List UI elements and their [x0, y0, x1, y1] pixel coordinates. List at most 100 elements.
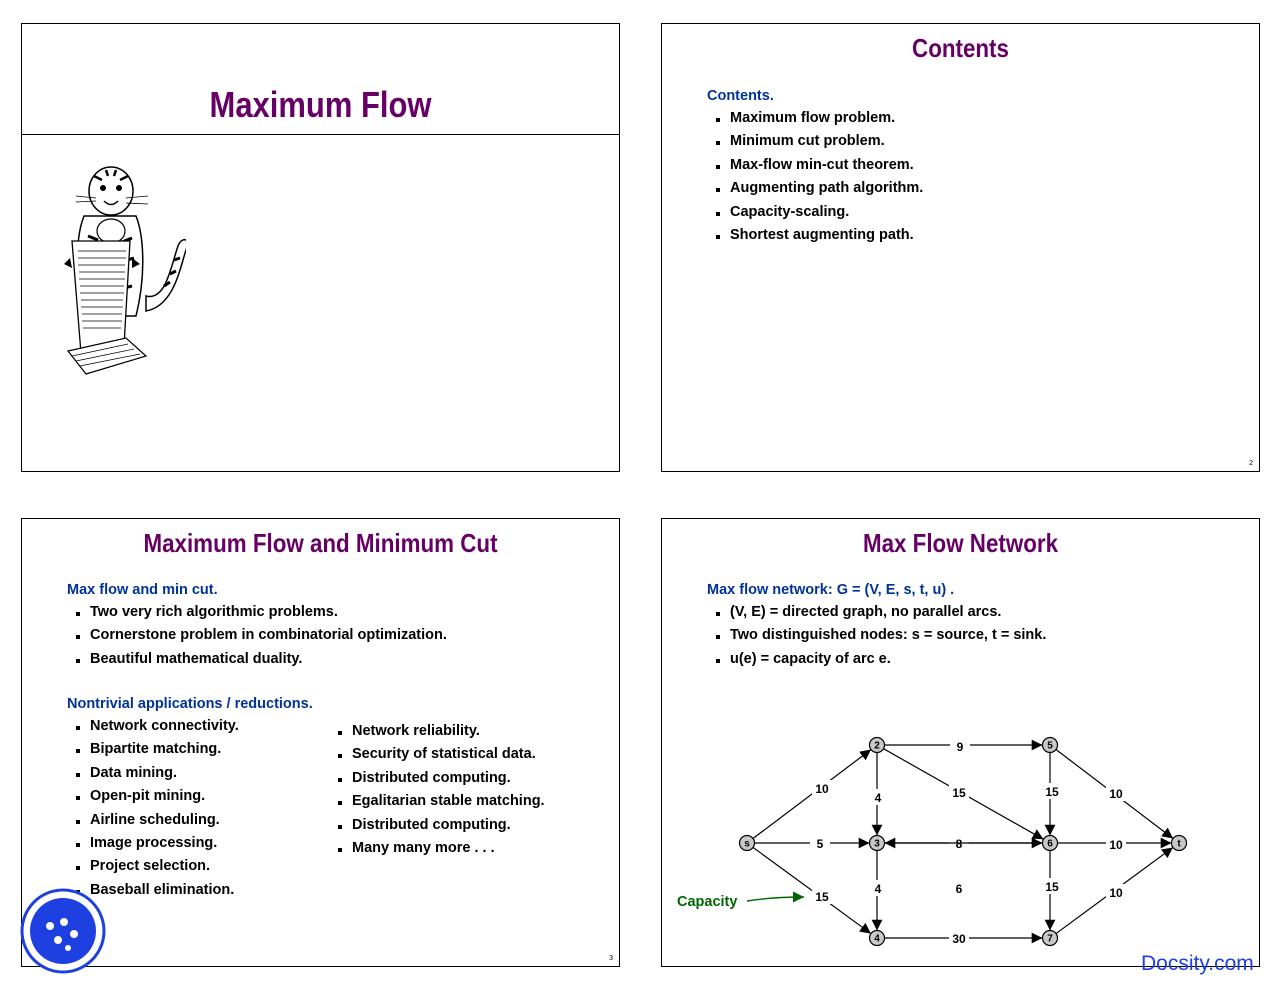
edge-capacity-label: 15	[1045, 785, 1059, 799]
list-item: Cornerstone problem in combinatorial opt…	[67, 625, 447, 648]
list-item: Airline scheduling.	[67, 810, 239, 833]
node-t: t	[1170, 834, 1188, 852]
node-label: t	[1177, 839, 1181, 850]
list-item: Two very rich algorithmic problems.	[67, 602, 447, 625]
section-heading: Max flow and min cut.	[67, 582, 218, 598]
edge-label-background	[1042, 878, 1062, 894]
node-circle	[868, 736, 886, 754]
definition-list: (V, E) = directed graph, no parallel arc…	[707, 602, 1046, 672]
node-2: 2	[868, 736, 886, 754]
node-circle	[868, 929, 886, 947]
capacity-label: Capacity	[677, 894, 737, 910]
list-item: u(e) = capacity of arc e.	[707, 649, 1046, 672]
list-item: Beautiful mathematical duality.	[67, 649, 447, 672]
list-item: Maximum flow problem.	[707, 108, 923, 131]
contents-list: Maximum flow problem. Minimum cut proble…	[707, 108, 923, 248]
edge-label-background	[868, 880, 888, 896]
node-label: s	[744, 839, 750, 850]
edge-capacity-label: 6	[956, 882, 963, 896]
node-3: 3	[868, 834, 886, 852]
node-label: 7	[1047, 934, 1053, 945]
definition-heading: Max flow network: G = (V, E, s, t, u) .	[707, 582, 955, 598]
node-circle	[868, 834, 886, 852]
node-circle	[1041, 929, 1059, 947]
node-label: 6	[1047, 839, 1053, 850]
edge-capacity-label: 4	[875, 882, 882, 896]
edge-capacity-label: 5	[817, 837, 824, 851]
slide-title: Maximum Flow and Minimum Cut	[143, 528, 498, 558]
slide-contents: Contents Contents. Maximum flow problem.…	[661, 23, 1260, 472]
list-item: Distributed computing.	[329, 815, 545, 838]
edge-capacity-label: 10	[1109, 886, 1123, 900]
list-item: Distributed computing.	[329, 768, 545, 791]
edge-label-background	[1106, 785, 1126, 801]
edge-capacity-label: 15	[952, 786, 966, 800]
edge-label-background	[949, 880, 969, 896]
edge-capacity-label: 15	[815, 890, 829, 904]
applications-list-right: Network reliability. Security of statist…	[329, 721, 545, 861]
edge-capacity-label: 15	[1045, 880, 1059, 894]
node-5: 5	[1041, 736, 1059, 754]
slide-title: Max Flow Network	[862, 528, 1059, 558]
node-circle	[1041, 736, 1059, 754]
slide-maximum-flow: Maximum Flow	[21, 23, 620, 472]
edge-capacity-label: 8	[956, 837, 963, 851]
node-circle	[1170, 834, 1188, 852]
docsity-watermark: Docsity.com	[1141, 952, 1254, 975]
list-item: Max-flow min-cut theorem.	[707, 155, 923, 178]
docsity-seal-logo	[20, 888, 106, 974]
node-s: s	[738, 834, 756, 852]
edge-label-background	[810, 835, 830, 851]
page-number: 2	[1249, 460, 1253, 467]
edge-capacity-label: 10	[1109, 838, 1123, 852]
list-item: Network reliability.	[329, 721, 545, 744]
page-number: 3	[609, 955, 613, 962]
applications-list-left: Network connectivity. Bipartite matching…	[67, 716, 239, 903]
edge-label-background	[949, 784, 969, 800]
edge-label-background	[949, 930, 969, 946]
capacity-pointer-arrow	[746, 891, 805, 903]
list-item: Capacity-scaling.	[707, 202, 923, 225]
node-7: 7	[1041, 929, 1059, 947]
overview-list: Two very rich algorithmic problems. Corn…	[67, 602, 447, 672]
list-item: Many many more . . .	[329, 838, 545, 861]
list-item: Open-pit mining.	[67, 786, 239, 809]
list-item: Bipartite matching.	[67, 739, 239, 762]
slide-title: Contents	[912, 33, 1009, 63]
edge-capacity-label: 10	[815, 782, 829, 796]
node-label: 2	[874, 741, 880, 752]
edge-capacity-label: 9	[957, 740, 964, 754]
list-item: Egalitarian stable matching.	[329, 791, 545, 814]
list-item: Image processing.	[67, 833, 239, 856]
node-label: 4	[874, 934, 880, 945]
edge-label-background	[868, 789, 888, 805]
title-divider	[22, 134, 619, 135]
node-4: 4	[868, 929, 886, 947]
edge-label-background	[1106, 884, 1126, 900]
tiger-reading-scroll-illustration	[64, 166, 186, 375]
edge-label-background	[812, 780, 832, 796]
node-label: 3	[874, 839, 880, 850]
edge-capacity-label: 4	[875, 791, 882, 805]
edge-label-background	[812, 888, 832, 904]
list-item: (V, E) = directed graph, no parallel arc…	[707, 602, 1046, 625]
node-circle	[738, 834, 756, 852]
list-item: Two distinguished nodes: s = source, t =…	[707, 625, 1046, 648]
list-item: Network connectivity.	[67, 716, 239, 739]
list-item: Security of statistical data.	[329, 744, 545, 767]
edge-label-background	[1106, 836, 1126, 852]
edge-capacity-label: 30	[952, 932, 966, 946]
list-item: Shortest augmenting path.	[707, 225, 923, 248]
list-item: Project selection.	[67, 856, 239, 879]
node-6: 6	[1041, 834, 1059, 852]
slide-title: Maximum Flow	[209, 84, 432, 125]
list-item: Data mining.	[67, 763, 239, 786]
edge-label-background	[950, 738, 970, 754]
slide-max-flow-network: Max Flow Network Max flow network: G = (…	[661, 518, 1260, 967]
list-item: Augmenting path algorithm.	[707, 178, 923, 201]
slide-max-flow-min-cut: Maximum Flow and Minimum Cut Max flow an…	[21, 518, 620, 967]
edge-label-background	[1042, 783, 1062, 799]
section-heading: Nontrivial applications / reductions.	[67, 696, 313, 712]
node-label: 5	[1047, 741, 1053, 752]
